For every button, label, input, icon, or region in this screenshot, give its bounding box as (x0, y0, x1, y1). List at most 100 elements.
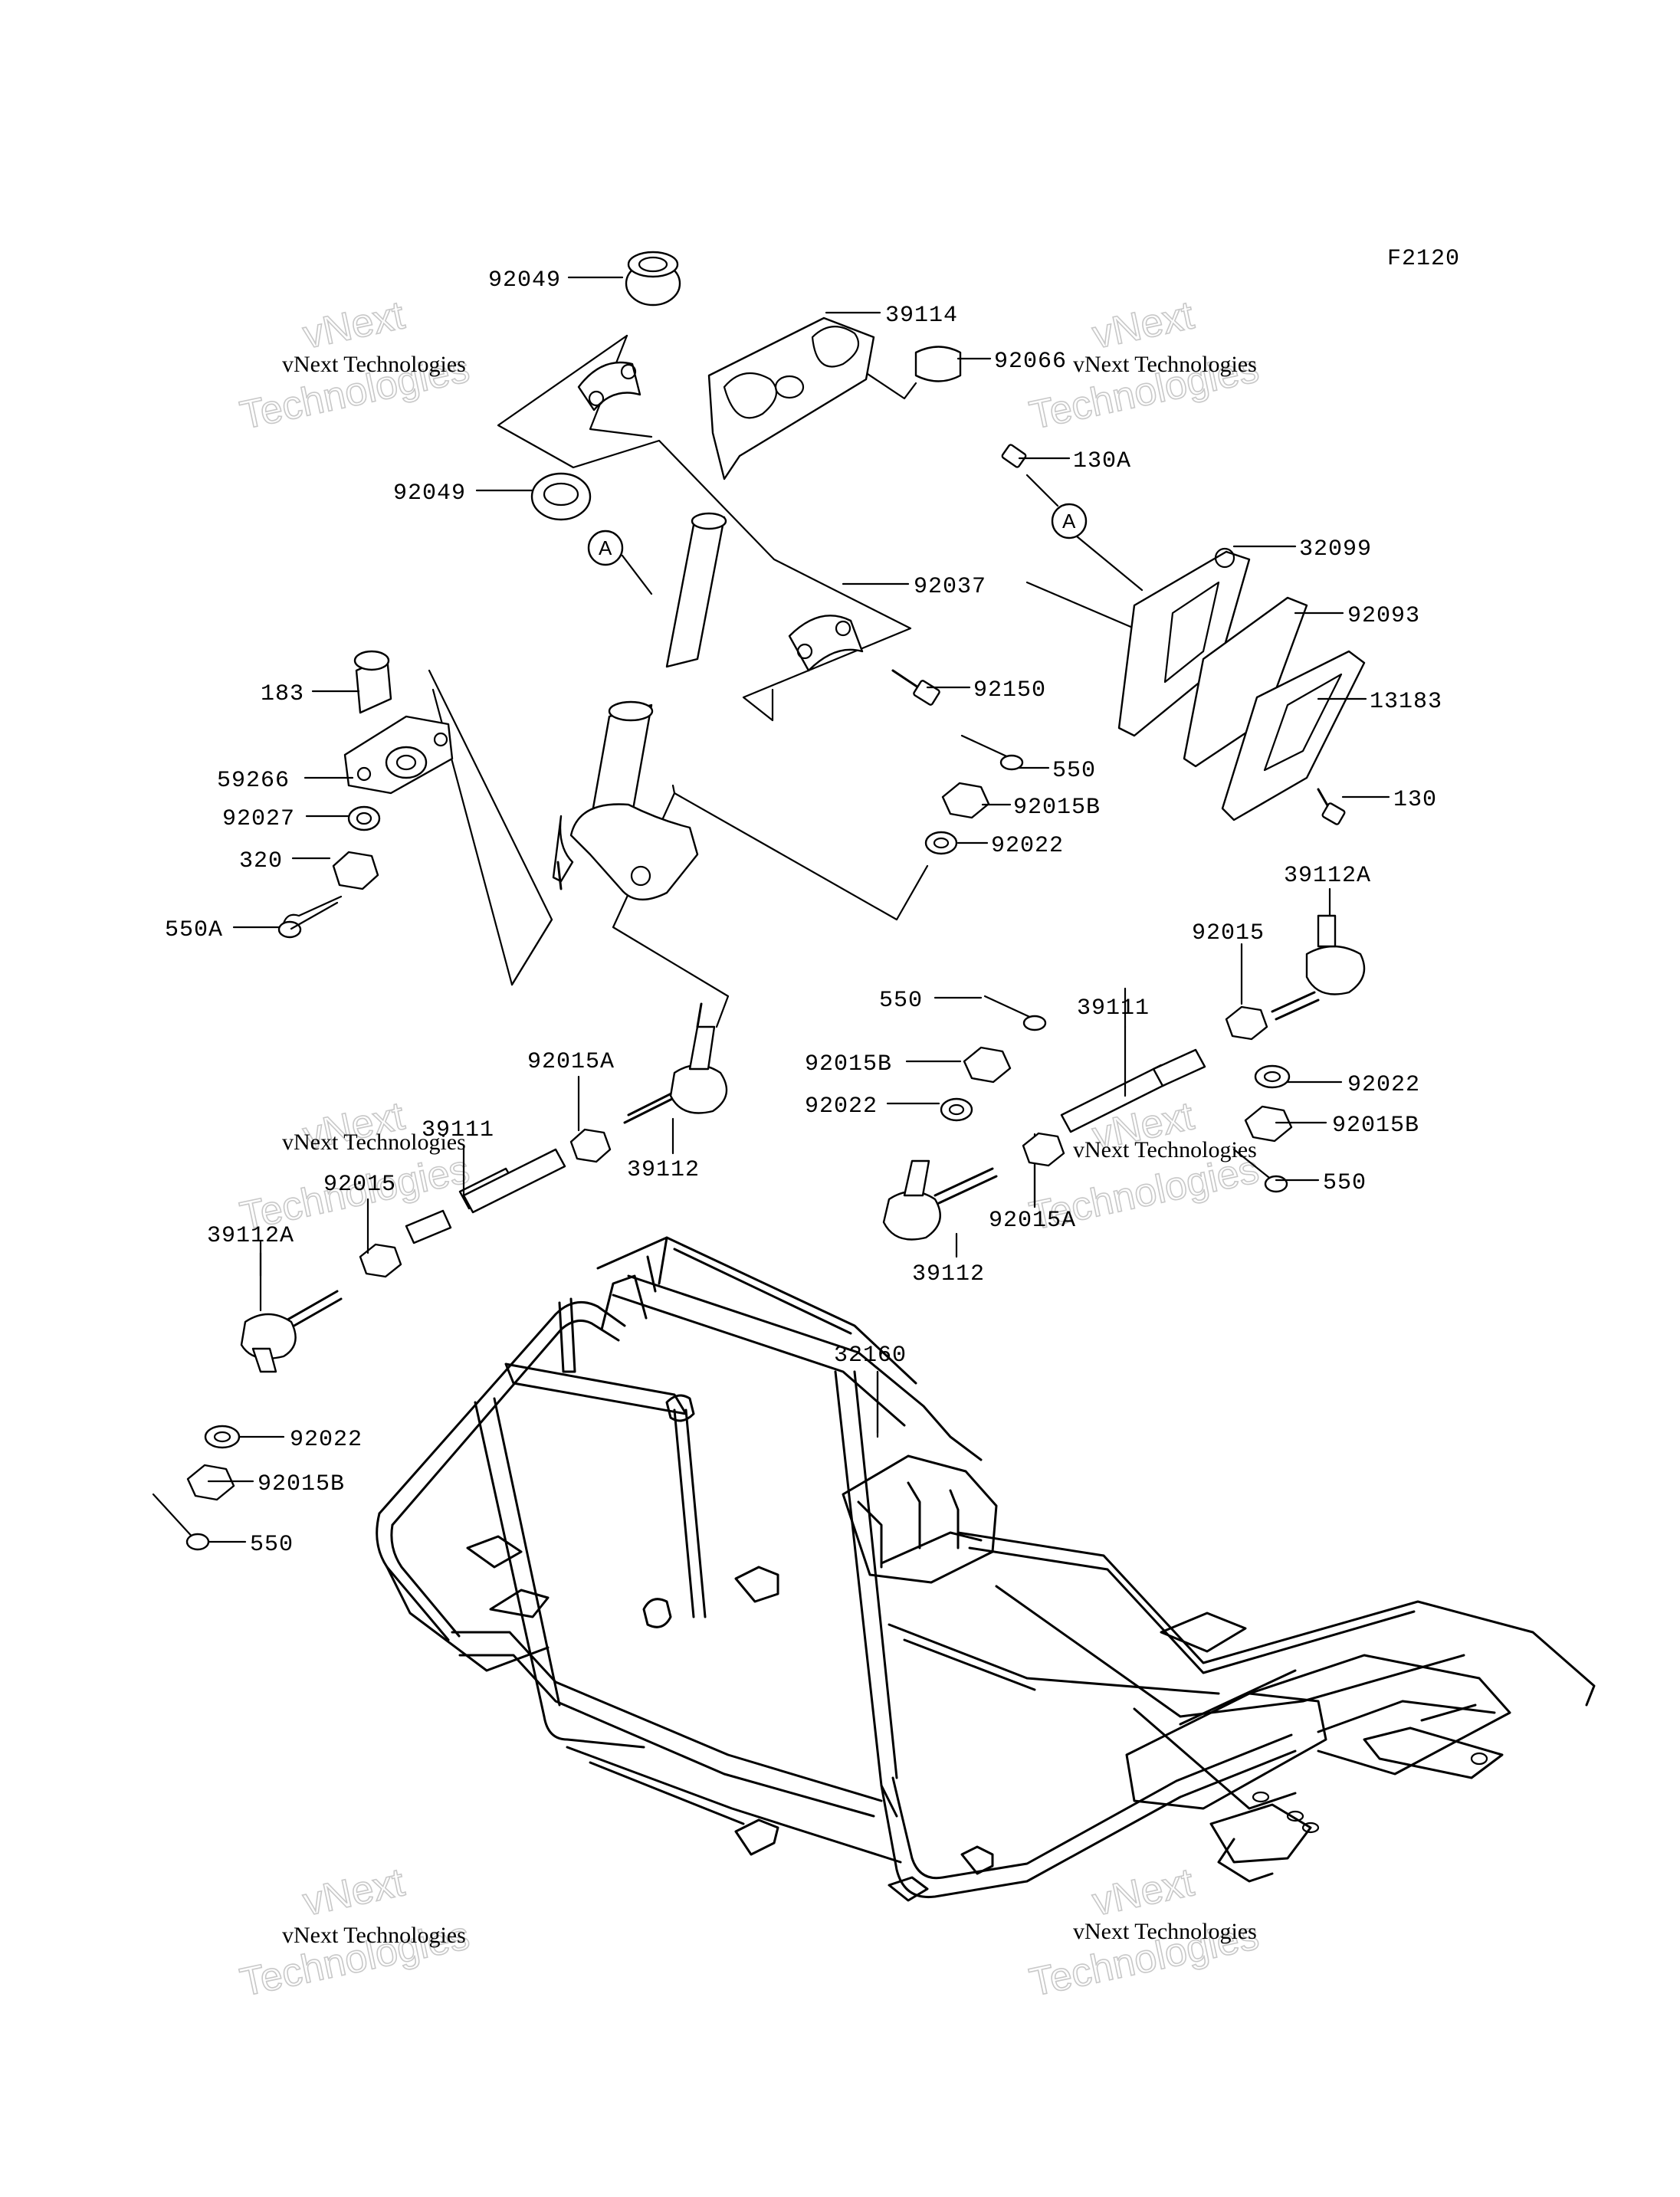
callout: 92015B (805, 1051, 962, 1077)
callout: 92015B (207, 1471, 344, 1497)
callout: 92015 (1192, 920, 1265, 1005)
callout: 550 (207, 1532, 294, 1558)
part-number-label: 39112 (912, 1261, 985, 1287)
nut-92015b-mid (963, 1046, 1012, 1084)
part-number-label: 183 (261, 681, 304, 707)
callout: 13183 (1317, 689, 1442, 715)
watermark: vNext Technologies vNext Technologies (236, 292, 474, 438)
ref-letter: A (1062, 510, 1076, 533)
watermark-text: vNext Technologies (1073, 352, 1257, 377)
part-number-label: 92015B (1013, 795, 1101, 821)
part-labels: 92049 39114 92066 130A 92049 32099 92037… (165, 267, 1442, 1558)
watermark-text: vNext Technologies (282, 352, 466, 377)
callout: 39112 (912, 1232, 985, 1287)
nut-92015a-right (1022, 1132, 1065, 1167)
nut-92015a-center (569, 1128, 612, 1163)
part-number-label: 39112A (207, 1223, 294, 1249)
callout: 92022 (1286, 1072, 1420, 1098)
tie-rod-end-39112a-right (1305, 945, 1366, 995)
part-number-label: 550 (879, 988, 923, 1014)
part-number-label: 130 (1393, 787, 1437, 813)
nut-92015b-left (186, 1464, 235, 1501)
cotter-pin-550-right (1232, 1148, 1274, 1182)
callout: 39111 (422, 1117, 494, 1197)
washer-92022-mid (940, 1097, 973, 1122)
callout: 550 (1018, 758, 1096, 784)
steering-mount-group (277, 650, 454, 939)
cap-92066 (914, 346, 962, 382)
part-number-label: 32099 (1299, 536, 1372, 562)
watermark-text: vNext Technologies (1073, 1137, 1257, 1162)
cover-group (1001, 444, 1366, 825)
callout: 92015A (989, 1163, 1076, 1234)
cotter-pin-550-upper (960, 734, 1013, 760)
part-number-label: 92027 (222, 806, 295, 832)
watermark-back-line1: vNext (299, 293, 409, 357)
watermark: vNext Technologies vNext Technologies (236, 1859, 474, 2005)
frame-32160 (376, 1236, 1596, 1902)
watermark: vNext Technologies vNext Technologies (1025, 1859, 1264, 2005)
watermark-back-line1: vNext (1088, 293, 1198, 357)
washer-92022-upper (924, 831, 958, 855)
part-number-label: 92015 (1192, 920, 1265, 946)
watermark-back-line1: vNext (299, 1860, 409, 1924)
part-number-label: 550 (1323, 1170, 1367, 1196)
callout: 92022 (805, 1094, 940, 1120)
cotter-pin-550-mid (983, 995, 1036, 1021)
part-number-label: 92015A (527, 1049, 615, 1075)
washer-92022-left (204, 1425, 241, 1449)
tie-rod-39111-left (462, 1148, 566, 1214)
part-number-label: 550 (250, 1532, 294, 1558)
callout: 32099 (1232, 536, 1372, 562)
callout: 92022 (956, 833, 1064, 859)
part-number-label: 92150 (973, 677, 1046, 703)
callout: 92066 (956, 349, 1066, 375)
nut-92015-left (359, 1243, 402, 1278)
callout: 130 (1341, 787, 1437, 813)
callout: 183 (261, 681, 360, 707)
plate-13183 (1221, 650, 1366, 821)
steering-shaft-upper (665, 516, 726, 668)
cotter-pin-550-left (152, 1493, 197, 1542)
part-number-label: 39112 (627, 1157, 700, 1183)
part-number-label: 39114 (885, 303, 958, 329)
nut-320 (332, 851, 379, 890)
callout: 39111 (1077, 995, 1150, 1097)
part-number-label: 550 (1052, 758, 1096, 784)
callout: 92093 (1294, 603, 1419, 629)
callout: 39112A (1284, 863, 1371, 917)
ref-marker-a-right: A (1051, 503, 1088, 539)
callout: 39112 (627, 1117, 700, 1183)
steering-shaft (552, 700, 699, 901)
figure-code: F2120 (1387, 246, 1460, 272)
part-number-label: 59266 (217, 768, 290, 794)
callout: 130A (1018, 448, 1130, 474)
washer-92022-right (1254, 1064, 1291, 1089)
part-number-label: 92022 (290, 1427, 363, 1453)
clamp-lower (788, 615, 864, 672)
callout: 32160 (834, 1343, 906, 1435)
callout: 92049 (488, 267, 624, 293)
watermark-text: vNext Technologies (1073, 1919, 1257, 1944)
callout: 550 (879, 988, 983, 1014)
part-number-label: 92022 (991, 833, 1064, 859)
watermark-text: vNext Technologies (282, 1923, 466, 1948)
nut-92015b-upper (941, 782, 990, 819)
callout: 59266 (217, 768, 354, 794)
right-tierod-group (882, 914, 1366, 1241)
part-number-label: 92022 (805, 1094, 878, 1120)
ref-marker-a-left: A (587, 530, 624, 566)
washer-92027 (347, 805, 381, 831)
part-number-label: 39111 (1077, 995, 1150, 1021)
callout: 92150 (926, 677, 1046, 703)
part-number-label: 92015B (1332, 1113, 1419, 1139)
callout: 92037 (842, 574, 986, 600)
left-tierod-group (152, 1148, 566, 1551)
callout: 39114 (825, 303, 958, 329)
part-number-label: 92022 (1347, 1072, 1420, 1098)
watermark-text: vNext Technologies (282, 1130, 466, 1155)
tie-rod-end-39112-center (623, 1002, 728, 1124)
part-number-label: 39112A (1284, 863, 1371, 889)
part-number-label: 92015A (989, 1208, 1076, 1234)
